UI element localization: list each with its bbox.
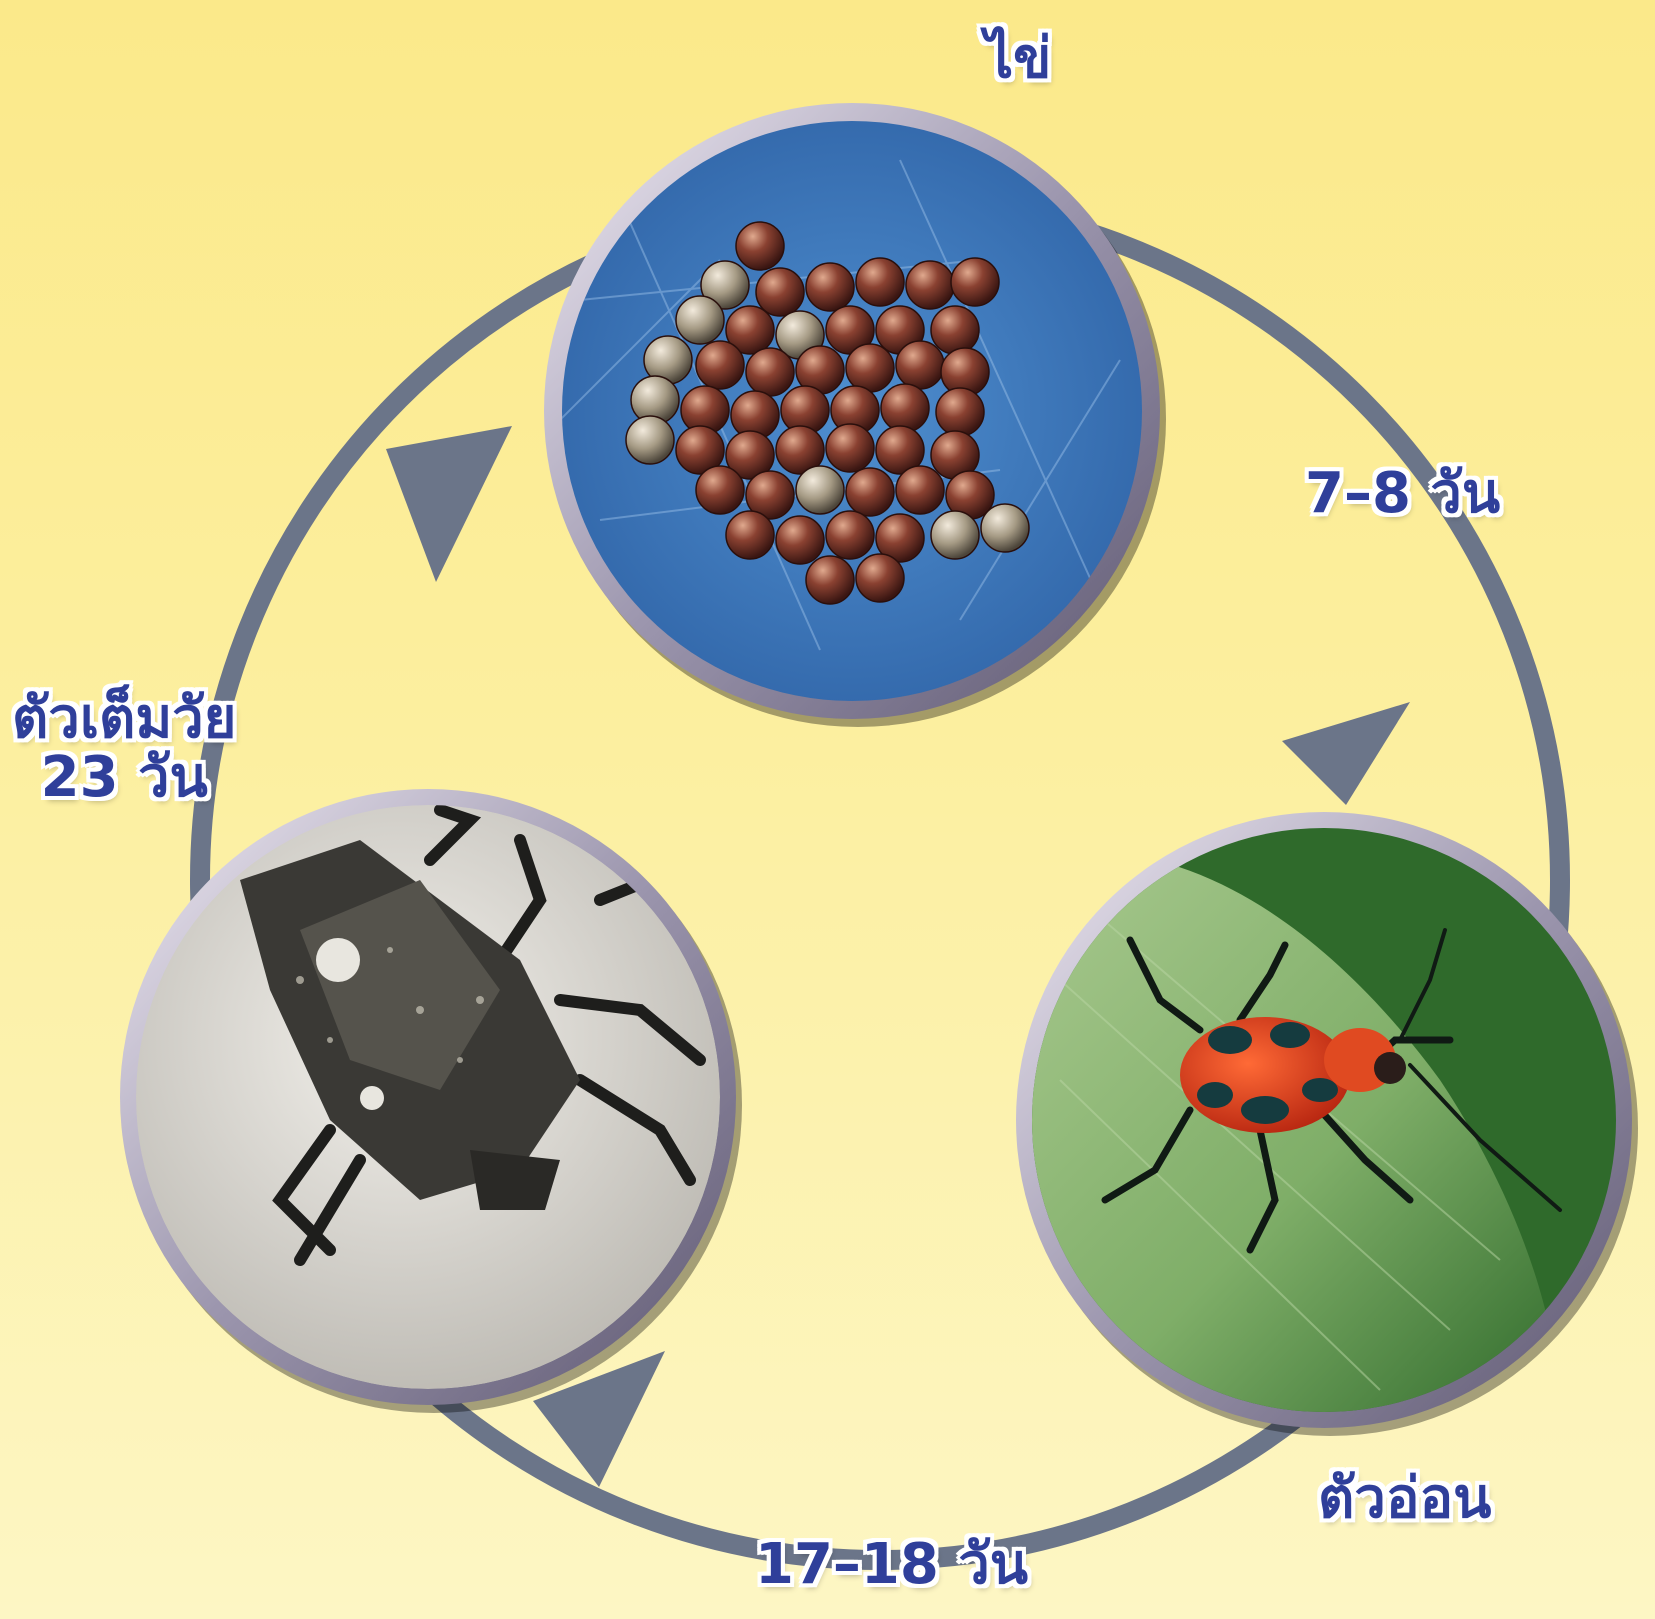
stage-label-adult-line1: ตัวเต็มวัย (12, 690, 237, 749)
egg (726, 511, 774, 559)
egg (826, 424, 874, 472)
adult-photo (120, 789, 742, 1413)
egg (746, 348, 794, 396)
egg (696, 466, 744, 514)
egg (936, 388, 984, 436)
egg (931, 306, 979, 354)
nymph-photo (1016, 812, 1640, 1440)
stage-label-adult-line2: 23 วัน (12, 749, 237, 808)
egg (896, 466, 944, 514)
duration-label-egg-to-nymph: 7–8 วัน (1305, 465, 1500, 524)
arrow-adult-to-egg (386, 426, 512, 582)
stage-label-nymph: ตัวอ่อน (1318, 1470, 1491, 1529)
egg (626, 416, 674, 464)
egg (856, 554, 904, 602)
egg (951, 258, 999, 306)
egg (806, 263, 854, 311)
duration-label-nymph-to-adult: 17–18 วัน (755, 1536, 1028, 1595)
egg (846, 468, 894, 516)
egg (856, 258, 904, 306)
egg (796, 466, 844, 514)
egg (696, 341, 744, 389)
stage-label-adult: ตัวเต็มวัย 23 วัน (12, 690, 237, 808)
egg (826, 511, 874, 559)
stage-label-egg: ไข่ (985, 30, 1051, 89)
egg (896, 341, 944, 389)
egg-photo (544, 103, 1166, 727)
egg (806, 556, 854, 604)
egg (776, 516, 824, 564)
egg (736, 222, 784, 270)
arrow-egg-to-nymph (1282, 702, 1410, 805)
egg (881, 384, 929, 432)
egg (931, 511, 979, 559)
egg (756, 268, 804, 316)
egg (906, 261, 954, 309)
egg (846, 344, 894, 392)
egg (676, 296, 724, 344)
egg (981, 504, 1029, 552)
